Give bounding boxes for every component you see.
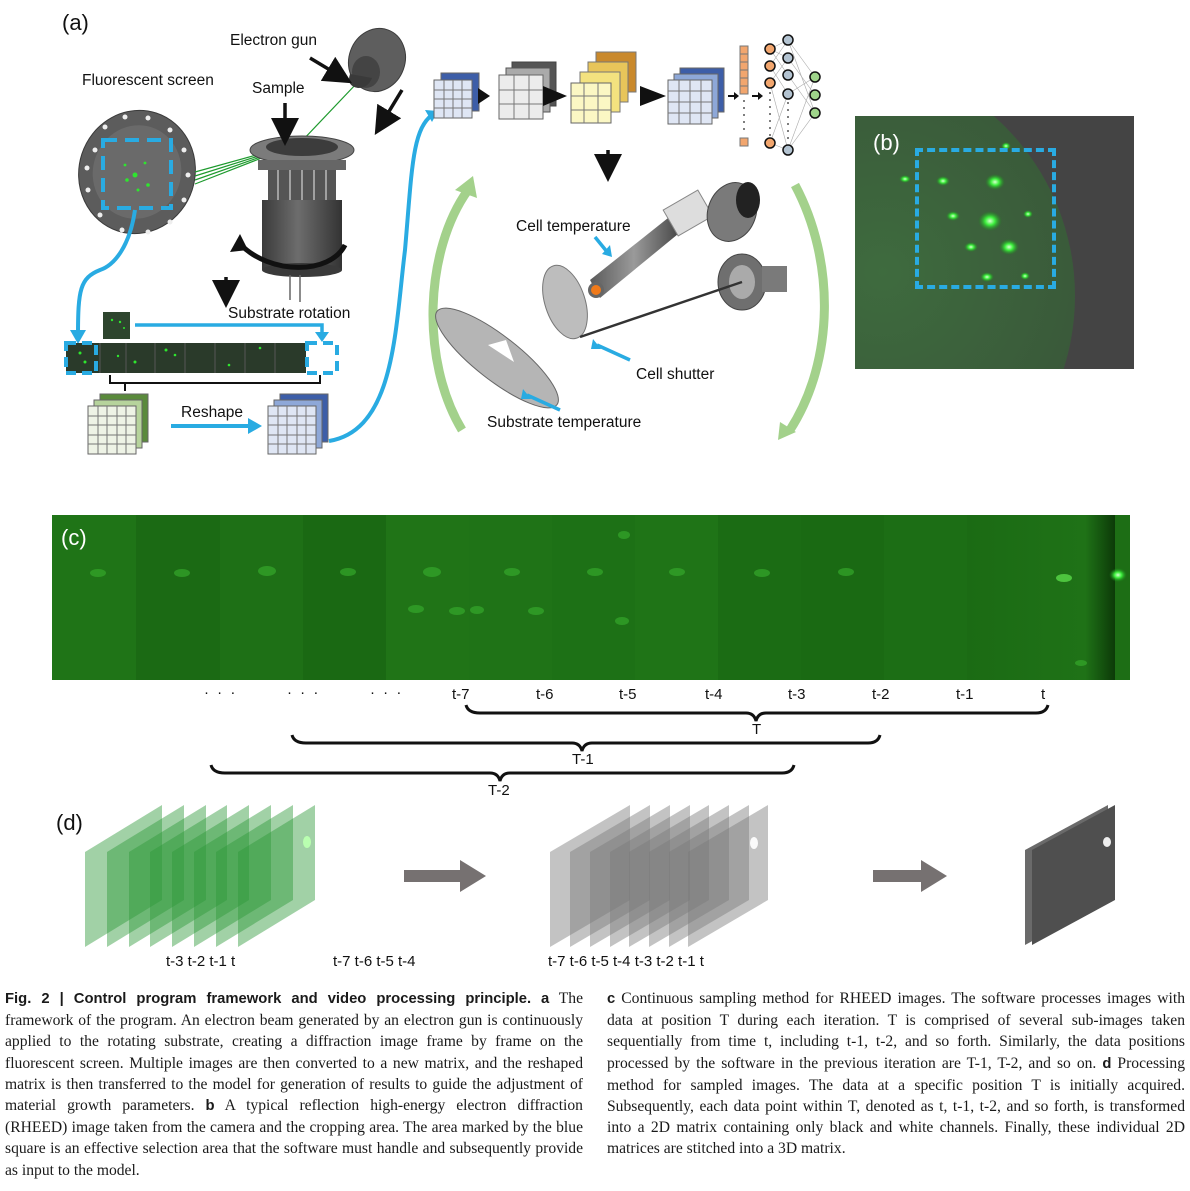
- caption-tag-b: b: [205, 1098, 215, 1115]
- rotation-arrow: [238, 242, 348, 270]
- rheed-image-b: (b): [855, 116, 1134, 369]
- bracket-T-1: [290, 734, 882, 752]
- frame: [386, 515, 469, 680]
- panel-c-label: (c): [61, 525, 87, 550]
- window-label-T-1: T-1: [572, 751, 594, 768]
- caption-text-c: Continuous sampling method for RHEED ima…: [607, 990, 1185, 1072]
- frame: [635, 515, 718, 680]
- caption-right: c Continuous sampling method for RHEED i…: [607, 988, 1185, 1160]
- rheed-spots: [899, 142, 1033, 282]
- caption-text-a: The framework of the program. An electro…: [5, 990, 583, 1115]
- flow-arrow-screen-to-strip: [76, 209, 137, 336]
- stack-labels-gray: t-7 t-6 t-5 t-4 t-3 t-2 t-1 t: [548, 953, 704, 970]
- frame: [303, 515, 386, 680]
- frame: [552, 515, 635, 680]
- window-label-T: T: [752, 721, 762, 738]
- panel-d-label: (d): [56, 810, 83, 835]
- caption-tag-a: a: [540, 991, 550, 1007]
- time-label: t-2: [872, 686, 890, 703]
- bracket-T: [464, 704, 1050, 722]
- pointer-arrows: [212, 56, 622, 308]
- panel-a-diagram: [64, 27, 829, 455]
- frame: [52, 515, 136, 680]
- frame: [718, 515, 801, 680]
- reshaped-grid-stack: [267, 393, 329, 455]
- time-label: t-1: [956, 686, 974, 703]
- arrow-to-grayscale: [404, 860, 486, 892]
- ellipsis: · · ·: [370, 684, 404, 701]
- time-label: t-6: [536, 686, 554, 703]
- label-substrate-temperature: Substrate temperature: [487, 414, 642, 431]
- growth-hardware: [435, 182, 787, 409]
- feedback-loop-right: [786, 182, 829, 433]
- label-substrate-rotation: Substrate rotation: [228, 305, 351, 322]
- frame: [884, 515, 967, 680]
- time-label: t-3: [788, 686, 806, 703]
- caption-tag-d: d: [1102, 1055, 1112, 1072]
- label-reshape: Reshape: [181, 404, 244, 421]
- panel-d-diagram: [85, 805, 1115, 947]
- frame-strip: [64, 312, 339, 391]
- flow-arrow-to-model: [328, 113, 434, 443]
- time-label: t-4: [705, 686, 723, 703]
- caption-text-b: A typical reflection high-energy electro…: [5, 1097, 583, 1179]
- green-frame-stack: [85, 805, 315, 947]
- input-grid-stack: [87, 393, 149, 455]
- figure-title: Fig. 2 | Control program framework and v…: [5, 991, 532, 1007]
- fluorescent-screen-flange: [78, 109, 196, 235]
- window-label-T-2: T-2: [488, 782, 510, 799]
- ellipsis: · · ·: [204, 684, 238, 701]
- caption-text-d: Processing method for sampled images. Th…: [607, 1054, 1186, 1158]
- feedback-loop-left: [428, 187, 472, 433]
- panel-a-label: (a): [62, 10, 89, 35]
- time-label: t-5: [619, 686, 637, 703]
- label-sample: Sample: [252, 80, 305, 97]
- caption-left: Fig. 2 | Control program framework and v…: [5, 988, 583, 1181]
- screen-crop-box: [101, 138, 173, 210]
- time-label: t-7: [452, 686, 470, 703]
- ellipsis: · · ·: [287, 684, 321, 701]
- arrow-to-3d: [873, 860, 947, 892]
- cnn-model: [433, 34, 821, 156]
- frame-spots: [90, 531, 1127, 666]
- electron-gun: [348, 27, 406, 93]
- rheed-frame-strip-c: (c): [52, 515, 1130, 680]
- window-brackets: [209, 704, 1050, 782]
- frame: [220, 515, 303, 680]
- frame: [967, 515, 1115, 680]
- label-electron-gun: Electron gun: [230, 32, 318, 49]
- stack-labels-green-front: t-3 t-2 t-1 t: [166, 953, 236, 970]
- stitched-3d-matrix: [1025, 805, 1115, 945]
- crop-selection-box: [915, 148, 1056, 289]
- caption-tag-c: c: [607, 991, 616, 1007]
- frame: [469, 515, 552, 680]
- label-fluorescent-screen: Fluorescent screen: [82, 72, 214, 89]
- bracket-T-2: [209, 764, 796, 782]
- label-cell-temperature: Cell temperature: [516, 218, 631, 235]
- frame: [801, 515, 884, 680]
- stack-labels-green-back: t-7 t-6 t-5 t-4: [333, 953, 416, 970]
- panel-b-label: (b): [873, 130, 900, 155]
- frame: [136, 515, 220, 680]
- gray-frame-stack: [550, 805, 768, 947]
- time-label: t: [1041, 686, 1046, 703]
- label-cell-shutter: Cell shutter: [636, 366, 715, 383]
